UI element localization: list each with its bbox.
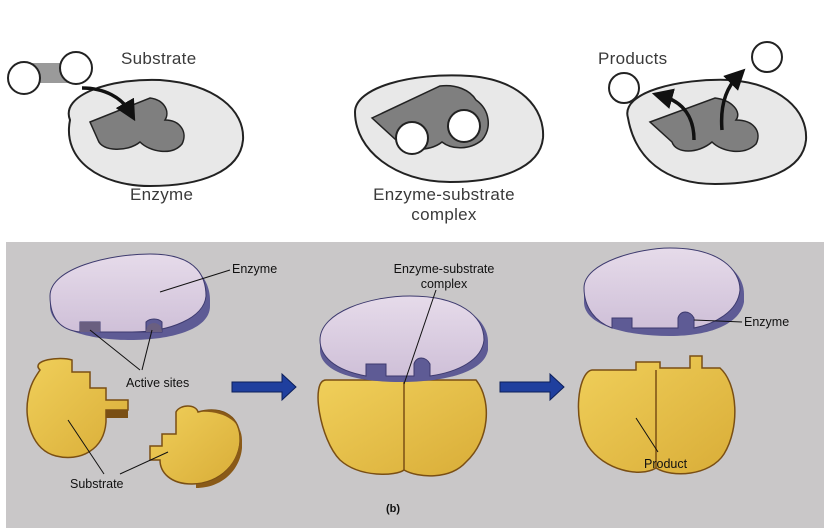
complex-enzyme-shape [319,295,485,377]
bottom-stage-1: Enzyme Active sites Substrate [26,253,277,491]
complex-label-line2: complex [421,277,468,291]
product-circle-a [608,72,640,104]
complex-label-line1: Enzyme-substrate [394,262,495,276]
bottom-stage-2: Enzyme-substrate complex [317,262,495,477]
enzyme-label: Enzyme [232,262,277,276]
active-site-right [146,323,162,332]
product-label: Product [644,457,688,471]
enzyme-label: Enzyme [744,315,789,329]
enzyme-leader [159,269,231,293]
binding-arrow [81,86,136,122]
active-sites-label: Active sites [126,376,189,390]
substrate-piece-a [26,357,129,459]
release-arrow-left [651,88,696,141]
top-stage-1: Substrate Enzyme [7,49,245,204]
substrate-circle-a [7,61,41,95]
top-stage-2: Enzyme-substrate complex [353,74,545,224]
top-stage-3: Products [598,41,808,186]
process-arrow-1 [231,372,297,402]
complex-label-line1: Enzyme-substrate [373,185,515,204]
active-site [648,97,759,153]
products-label: Products [598,49,668,68]
substrate-molecule [7,51,93,95]
active-site [88,97,185,153]
enzyme-leader [693,319,743,323]
enzyme-label: Enzyme [130,185,193,204]
complex-substrate [317,379,488,477]
substrate-label: Substrate [70,477,124,491]
enzyme-shape [583,247,741,329]
substrate-circle-b [59,51,93,85]
substrate-leader-a [67,419,105,475]
substrate-piece-b-edge [196,410,242,488]
product-leader [635,417,659,453]
process-arrow-2 [499,372,565,402]
complex-leader [403,289,437,385]
substrate-piece-a-edge [106,410,128,418]
bound-substrate-a [395,121,429,155]
active-site-leader-right [141,329,153,371]
substrate-leader-b [119,451,169,475]
release-arrow-right [719,68,746,131]
product-circle-b [751,41,783,73]
complex-label-line2: complex [411,205,477,224]
active-site-left [80,322,100,332]
bottom-stage-3: Enzyme Product [577,247,789,475]
substrate-label: Substrate [121,49,196,68]
active-site-leader-left [89,329,141,371]
panel-tag: (b) [386,503,400,515]
bound-substrate-b [447,109,481,143]
